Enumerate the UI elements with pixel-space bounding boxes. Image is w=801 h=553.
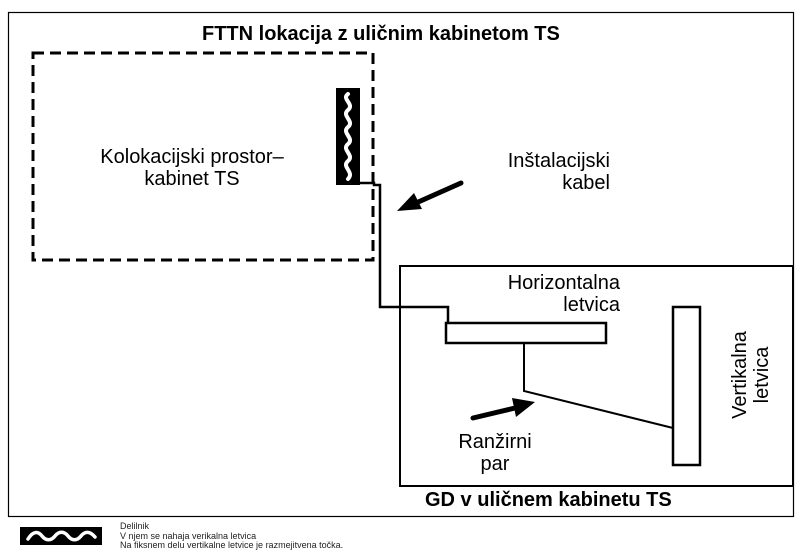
colocation-label-line2: kabinet TS	[144, 168, 240, 190]
vertical-strip	[671, 305, 702, 467]
jumper-pair-arrow	[470, 398, 535, 421]
colocation-label-line1: Kolokacijski prostor–	[100, 146, 284, 168]
legend-text: Delilnik V njem se nahaja verikalna letv…	[120, 521, 344, 551]
legend-line1: Delilnik	[120, 521, 150, 531]
horizontal-strip-label-line2: letvica	[563, 294, 620, 316]
installation-cable-arrow	[397, 180, 464, 211]
gd-cabinet-box	[399, 265, 794, 487]
divider-device	[336, 88, 360, 185]
legend-line2: V njem se nahaja verikalna letvica	[120, 530, 257, 541]
jumper-pair-label-line1: Ranžirni	[458, 431, 532, 453]
vertical-strip-label-line2: letvica	[751, 346, 773, 404]
diagram-title-top: FTTN lokacija z uličnim kabinetom TS	[202, 23, 560, 45]
installation-cable-label-line2: kabel	[562, 172, 610, 194]
horizontal-strip-label: Horizontalna letvica	[415, 272, 620, 316]
legend-line3: Na fiksnem delu vertikalne letvice je ra…	[120, 540, 344, 550]
colocation-box	[31, 51, 375, 262]
jumper-pair-label: Ranžirni par	[420, 431, 570, 475]
outer-frame	[7, 11, 795, 518]
installation-cable-line	[360, 181, 450, 322]
vertical-strip-label-line1: Vertikalna	[729, 331, 751, 419]
jumper-pair-line	[523, 343, 674, 429]
horizontal-strip	[444, 321, 608, 345]
jumper-pair-label-line2: par	[480, 453, 510, 475]
vertical-strip-label: Vertikalna letvica	[729, 315, 773, 435]
installation-cable-label: Inštalacijski kabel	[410, 150, 610, 194]
horizontal-strip-label-line1: Horizontalna	[507, 272, 620, 294]
divider-icon	[20, 527, 102, 545]
colocation-label: Kolokacijski prostor– kabinet TS	[52, 146, 332, 190]
diagram-title-bottom: GD v uličnem kabinetu TS	[425, 489, 672, 511]
installation-cable-label-line1: Inštalacijski	[507, 150, 610, 172]
